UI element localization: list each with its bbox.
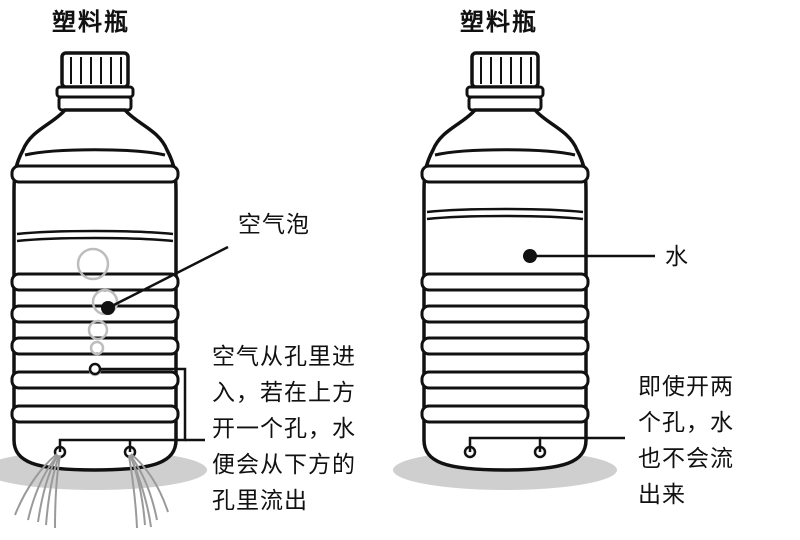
- water-pointer-dot: [523, 249, 537, 263]
- water-label: 水: [665, 244, 689, 270]
- water-jets: [14, 453, 169, 529]
- bubble-label: 空气泡: [238, 212, 310, 238]
- right-note-line: 也不会流: [638, 446, 734, 472]
- left-hole-top-dot: [88, 362, 102, 376]
- left-note-line: 开一个孔，水: [212, 416, 356, 442]
- right-note: 即使开两 个孔，水 也不会流 出来: [638, 374, 734, 508]
- left-pointers: [58, 245, 229, 452]
- right-note-line: 即使开两: [638, 374, 734, 400]
- left-note: 空气从孔里进 入，若在上方 开一个孔，水 便会从下方的 孔里流出: [212, 344, 356, 514]
- left-note-line: 入，若在上方: [212, 380, 356, 406]
- right-note-line: 个孔，水: [638, 410, 734, 436]
- right-pointers: [468, 254, 655, 452]
- left-bottle: [10, 51, 180, 472]
- right-bottle: [420, 51, 590, 472]
- left-bottle-title: 塑料瓶: [52, 8, 130, 36]
- left-note-line: 空气从孔里进: [212, 344, 356, 370]
- left-note-line: 便会从下方的: [212, 452, 356, 478]
- right-note-line: 出来: [638, 482, 686, 508]
- bubble-pointer-dot: [101, 301, 115, 315]
- left-note-line: 孔里流出: [212, 488, 308, 514]
- right-bottle-title: 塑料瓶: [460, 8, 538, 36]
